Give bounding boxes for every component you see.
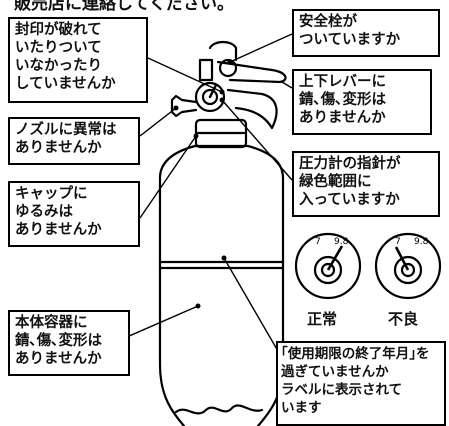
callout-seal: 封印が破れて いたりついて いなかったり していませんか: [8, 17, 148, 103]
callout-gauge: 圧力計の指針が 緑色範囲に 入っていますか: [292, 151, 440, 217]
gauge-bad-scale-low: 7: [395, 237, 401, 247]
callout-expiry: ｢使用期限の終了年月｣を 過ぎていませんか ラベルに表示されて います: [276, 341, 446, 426]
nozzle-fitting: [170, 94, 198, 118]
lower-lever: [226, 88, 278, 130]
callout-nozzle: ノズルに異常は ありませんか: [8, 117, 140, 165]
header-text: 販売店に連絡してください。: [14, 0, 234, 14]
cap-ring: [198, 58, 214, 82]
extinguisher-body: [158, 144, 285, 426]
safety-pin-ring: [218, 58, 238, 78]
pressure-gauge: [194, 81, 226, 113]
gauge-normal-scale-high: 9.8: [334, 237, 349, 247]
body-base: [174, 404, 264, 415]
gauge-normal-label: 正常: [307, 310, 338, 328]
gauge-normal-scale-low: 7: [315, 237, 321, 247]
callout-lever: 上下レバーに 錆､傷､変形は ありませんか: [292, 69, 432, 135]
callout-cap: キャップに ゆるみは ありませんか: [8, 181, 140, 247]
gauge-bad-icon: [374, 232, 442, 300]
callout-safety-pin: 安全栓が ついていますか: [292, 9, 440, 57]
callout-body: 本体容器に 錆､傷､変形は ありませんか: [8, 310, 130, 376]
upper-lever: [216, 60, 287, 84]
gauge-bad-label: 不良: [388, 310, 419, 328]
gauge-bad-scale-high: 9.8: [414, 237, 429, 247]
gauge-normal-icon: [294, 232, 362, 300]
